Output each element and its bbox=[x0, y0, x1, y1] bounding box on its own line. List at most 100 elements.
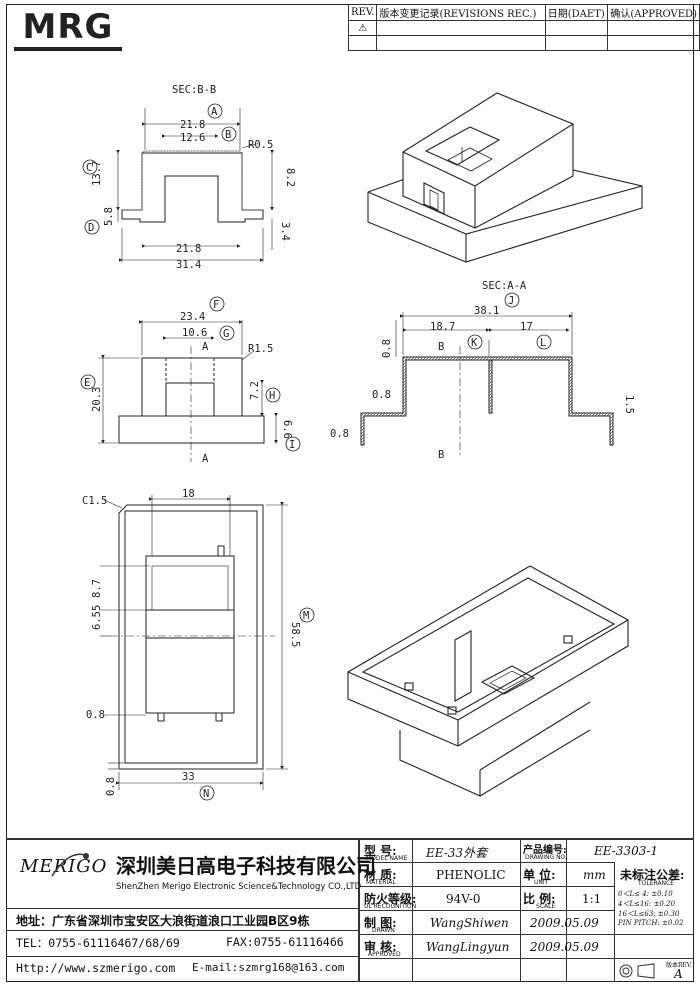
logo-underline bbox=[14, 47, 122, 51]
top-view: C1.5 18 8.7 6.55 0.8 58.5 0.8 33 M N bbox=[82, 488, 315, 801]
dim-20-3: 20.3 bbox=[91, 387, 103, 412]
engineering-drawing: SEC:B-B 21.8 12.6 R0.5 13.7 8.2 5.8 3.4 … bbox=[80, 84, 643, 801]
company-tel: TEL：0755-61116467/68/69 bbox=[16, 936, 180, 950]
company-name-cn: 深圳美日高电子科技有限公司 bbox=[116, 854, 376, 878]
approved-label-en: APPROVED bbox=[368, 951, 401, 958]
dim-7-2: 7.2 bbox=[249, 381, 261, 400]
company-name-en: ShenZhen Merigo Electronic Science&Techn… bbox=[116, 882, 362, 892]
marker-e: E bbox=[84, 377, 90, 389]
projection-symbol-icon bbox=[619, 963, 655, 979]
dim-12-6: 12.6 bbox=[180, 132, 205, 144]
model-label-en: MODEL NAME bbox=[366, 855, 408, 862]
tolerance-row: 4＜L≤16: ±0.20 bbox=[618, 900, 675, 908]
approved-cell bbox=[607, 35, 700, 51]
marker-l: L bbox=[540, 337, 546, 349]
company-fax: FAX:0755-61116466 bbox=[226, 935, 344, 949]
approved-value: WangLingyun bbox=[426, 940, 510, 954]
marker-h: H bbox=[269, 390, 275, 402]
isometric-view-top bbox=[367, 92, 643, 263]
drawing-no-label: 产品编号: bbox=[523, 845, 567, 856]
dim-6-55: 6.55 bbox=[91, 605, 103, 630]
drawn-label-en: DRAWN bbox=[372, 927, 395, 934]
dim-18: 18 bbox=[182, 488, 195, 500]
material-label: 材 质: bbox=[364, 868, 397, 882]
scale-label: 比 例: bbox=[523, 892, 556, 906]
marker-k: K bbox=[471, 337, 478, 349]
marker-f: F bbox=[213, 299, 219, 311]
drawing-no-value: EE-3303-1 bbox=[594, 844, 659, 858]
dim-1-5: 1.5 bbox=[623, 395, 635, 414]
marker-a: A bbox=[211, 106, 218, 118]
ul-value: 94V-0 bbox=[446, 892, 481, 906]
dim-13-7: 13.7 bbox=[91, 161, 103, 186]
mrg-logo: MRG bbox=[12, 8, 124, 52]
model-value: EE-33外套 bbox=[426, 846, 488, 860]
tolerance-row: 16＜L≤63: ±0.30 bbox=[618, 910, 680, 918]
merigo-logo: MERIGO bbox=[20, 856, 108, 877]
drawn-value: WangShiwen bbox=[430, 916, 509, 930]
logo-text: MRG bbox=[22, 7, 114, 47]
sec-bb-title: SEC:B-B bbox=[172, 84, 216, 96]
rev-cell bbox=[347, 35, 378, 51]
dim-0-8-bottom: 0.8 bbox=[105, 777, 117, 796]
material-value: PHENOLIC bbox=[436, 868, 506, 882]
marker-i: I bbox=[289, 439, 295, 451]
dim-r1-5: R1.5 bbox=[248, 343, 273, 355]
marker-c: C bbox=[86, 162, 92, 174]
unit-value: mm bbox=[583, 868, 606, 882]
marker-n: N bbox=[203, 788, 209, 800]
section-mark-b-bottom: B bbox=[438, 449, 444, 461]
dim-3-4: 3.4 bbox=[279, 222, 291, 241]
section-bb-view: SEC:B-B 21.8 12.6 R0.5 13.7 8.2 5.8 3.4 … bbox=[82, 84, 296, 271]
dim-r0-5: R0.5 bbox=[248, 139, 273, 151]
drawn-label: 制 图: bbox=[364, 916, 397, 930]
dim-58-5: 58.5 bbox=[289, 622, 301, 647]
section-mark-a-bottom: A bbox=[202, 453, 209, 465]
ul-label: 防火等级: bbox=[364, 892, 417, 906]
dim-8-2: 8.2 bbox=[284, 168, 296, 187]
approved-date: 2009.05.09 bbox=[530, 940, 599, 954]
marker-b: B bbox=[225, 129, 231, 141]
dim-17: 17 bbox=[520, 321, 533, 333]
dim-c1-5: C1.5 bbox=[82, 495, 107, 507]
marker-d: D bbox=[88, 222, 94, 234]
marker-g: G bbox=[223, 328, 229, 340]
dim-0-8-top: 0.8 bbox=[381, 339, 393, 358]
marker-m: M bbox=[303, 610, 309, 622]
dim-38-1: 38.1 bbox=[474, 305, 499, 317]
tolerance-row: 0＜L≤ 4: ±0.10 bbox=[618, 890, 673, 898]
dim-21-8-bottom: 21.8 bbox=[176, 243, 201, 255]
dim-5-8: 5.8 bbox=[103, 207, 115, 226]
isometric-view-bottom bbox=[347, 565, 629, 797]
sec-aa-title: SEC:A-A bbox=[482, 280, 527, 292]
marker-j: J bbox=[508, 295, 514, 307]
section-aa-view: SEC:A-A 38.1 18.7 17 0.8 0.8 0.8 1.5 J K… bbox=[330, 280, 635, 461]
rev-label: 版本REV. bbox=[666, 962, 693, 969]
company-web[interactable]: Http://www.szmerigo.com bbox=[16, 961, 176, 975]
material-label-en: MATERIAL bbox=[366, 879, 396, 886]
dim-0-8-left: 0.8 bbox=[330, 428, 349, 440]
company-email[interactable]: E-mail:szmrg168@163.com bbox=[192, 961, 345, 974]
tolerance-label: 未标注公差: bbox=[620, 868, 685, 882]
dim-0-8-pin: 0.8 bbox=[86, 709, 105, 721]
unit-label: 单 位: bbox=[523, 868, 556, 882]
title-block: MERIGO 深圳美日高电子科技有限公司 ShenZhen Merigo Ele… bbox=[6, 838, 694, 982]
revision-table: REV. 版本变更记录(REVISIONS REC.) 日期(DAET) 确认(… bbox=[347, 4, 700, 51]
section-mark-a-top: A bbox=[202, 341, 209, 353]
rev-value: A bbox=[674, 967, 683, 981]
ul-label-en: UL RECOGNITION bbox=[364, 903, 417, 910]
dim-23-4: 23.4 bbox=[180, 311, 205, 323]
drawn-date: 2009.05.09 bbox=[530, 916, 599, 930]
front-view: 23.4 10.6 R1.5 20.3 7.2 6.6 F G E H I A … bbox=[80, 296, 301, 465]
model-label: 型 号: bbox=[364, 844, 397, 858]
merigo-swoosh-icon bbox=[51, 853, 89, 877]
approved-label: 审 核: bbox=[364, 940, 397, 954]
company-address: 地址：广东省深圳市宝安区大浪街道浪口工业园B区9栋 bbox=[16, 914, 310, 928]
dim-33: 33 bbox=[182, 771, 195, 783]
dim-21-8-top: 21.8 bbox=[180, 119, 205, 131]
record-cell bbox=[376, 35, 546, 51]
tolerance-label-en: TOLERANCE bbox=[638, 880, 675, 887]
drawing-no-label-en: DRAWING NO. bbox=[525, 854, 567, 861]
unit-label-en: UNIT bbox=[534, 879, 549, 886]
dim-0-8-mid: 0.8 bbox=[372, 389, 391, 401]
